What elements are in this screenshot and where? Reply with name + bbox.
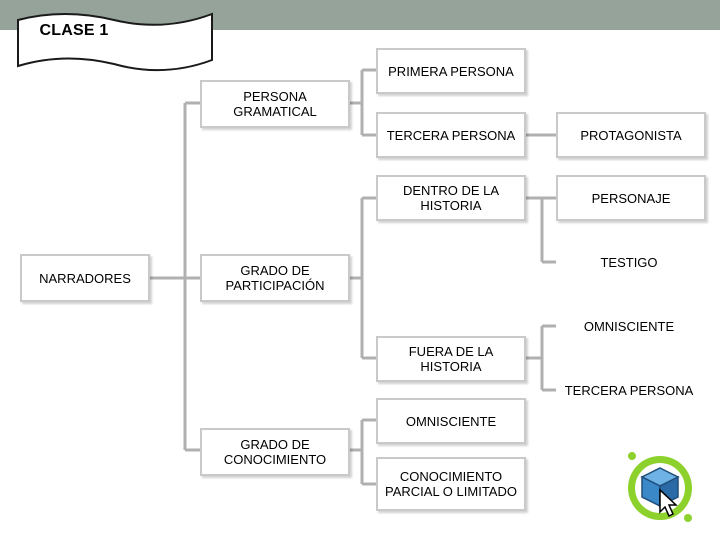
node-tercera-persona-1: TERCERA PERSONA	[376, 112, 526, 158]
node-conocimiento-parcial: CONOCIMIENTO PARCIAL O LIMITADO	[376, 457, 526, 511]
cube-cursor-icon[interactable]	[620, 448, 700, 528]
node-protagonista: PROTAGONISTA	[556, 112, 706, 158]
node-omnisciente-2: OMNISCIENTE	[583, 318, 675, 334]
node-primera-persona: PRIMERA PERSONA	[376, 48, 526, 94]
node-dentro-historia: DENTRO DE LA HISTORIA	[376, 175, 526, 221]
node-fuera-historia: FUERA DE LA HISTORIA	[376, 336, 526, 382]
node-grado-participacion: GRADO DE PARTICIPACIÓN	[200, 254, 350, 302]
title-banner-scroll	[17, 12, 213, 72]
node-persona-gramatical: PERSONA GRAMATICAL	[200, 80, 350, 128]
node-tercera-persona-2: TERCERA PERSONA	[564, 382, 694, 398]
node-personaje: PERSONAJE	[556, 175, 706, 221]
page-title: CLASE 1	[39, 22, 109, 39]
node-grado-conocimiento: GRADO DE CONOCIMIENTO	[200, 428, 350, 476]
node-narradores: NARRADORES	[20, 254, 150, 302]
node-testigo: TESTIGO	[600, 254, 658, 270]
node-omnisciente-1: OMNISCIENTE	[376, 398, 526, 444]
